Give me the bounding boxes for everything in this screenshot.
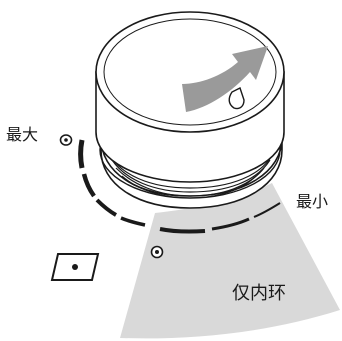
rotate-arrow-icon — [182, 46, 268, 112]
max-label: 最大 — [6, 125, 39, 144]
scale-segment-2 — [81, 173, 96, 198]
scale-segment-7 — [253, 202, 281, 218]
inner-ring-only-label: 仅内环 — [232, 283, 286, 304]
max-marker-icon — [59, 134, 73, 146]
burner-symbol-icon — [50, 253, 100, 281]
scale-segment-6 — [211, 217, 250, 231]
knob-pointer-notch — [228, 87, 245, 110]
scale-segment-5 — [159, 227, 206, 234]
inner-marker-icon — [150, 245, 164, 259]
min-label: 最小 — [296, 192, 329, 211]
scale-segment-1 — [78, 139, 85, 169]
flame-scale — [78, 139, 281, 234]
scale-segment-4 — [120, 216, 146, 227]
inner-ring-zone — [120, 183, 340, 339]
scale-segment-3 — [95, 198, 118, 217]
